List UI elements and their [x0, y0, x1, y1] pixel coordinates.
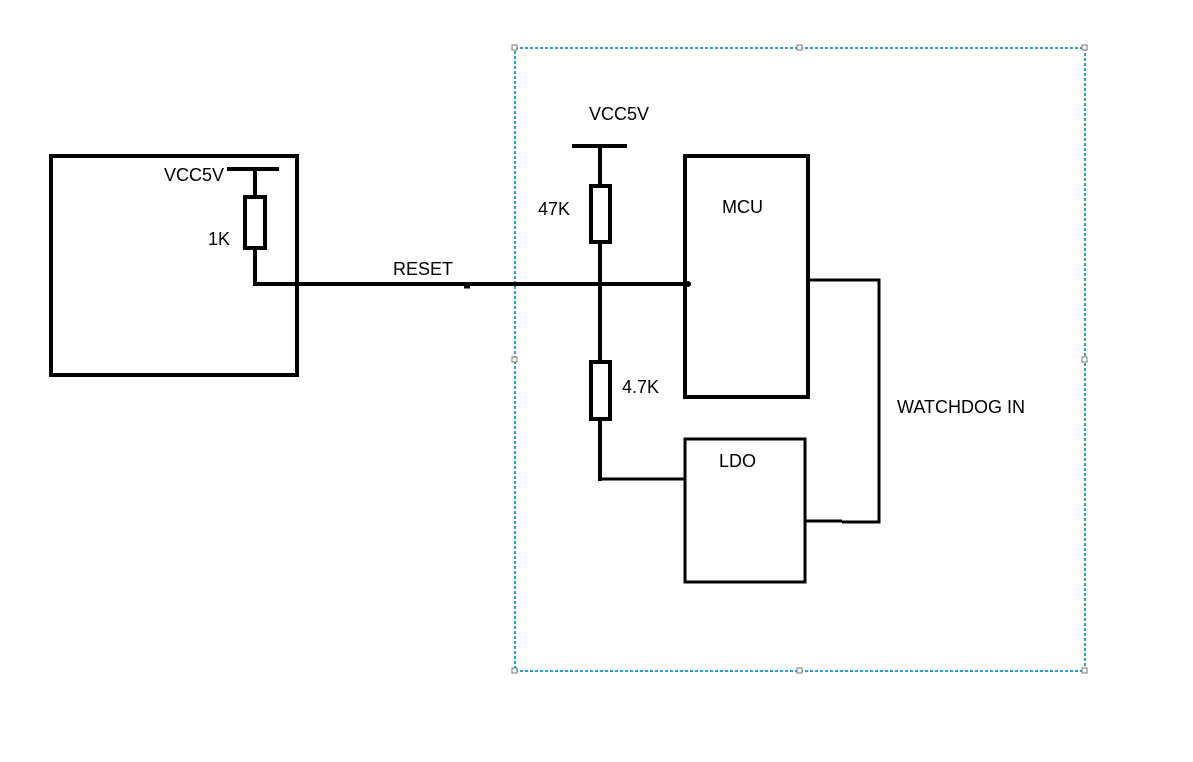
selection-handle-middle-right[interactable]: [1081, 356, 1088, 363]
selection-handle-bottom-left[interactable]: [511, 667, 518, 674]
selection-handle-top-left[interactable]: [511, 44, 518, 51]
mcu-box: [683, 154, 810, 399]
label-watchdog-in: WATCHDOG IN: [897, 397, 1025, 417]
selection-handle-bottom-right[interactable]: [1081, 667, 1088, 674]
selection-handle-middle-left[interactable]: [511, 356, 518, 363]
selection-handle-top-right[interactable]: [1081, 44, 1088, 51]
label-vcc-left: VCC5V: [164, 165, 224, 185]
left-module-box: [49, 154, 299, 377]
resistor-47k: [589, 184, 612, 244]
ldo-box: [683, 437, 807, 584]
label-mcu: MCU: [722, 197, 763, 217]
label-ldo: LDO: [719, 451, 756, 471]
selection-handle-bottom-middle[interactable]: [796, 667, 803, 674]
resistor-1k: [243, 195, 267, 250]
label-reset: RESET: [393, 259, 453, 279]
label-resistor-1k: 1K: [208, 229, 230, 249]
selection-box[interactable]: [511, 44, 1088, 674]
label-resistor-47k: 47K: [538, 199, 570, 219]
selection-handle-top-middle[interactable]: [796, 44, 803, 51]
resistor-4k7: [589, 360, 612, 421]
watchdog-wire: [809, 278, 881, 524]
label-resistor-4k7: 4.7K: [622, 377, 659, 397]
label-vcc-right: VCC5V: [589, 104, 649, 124]
